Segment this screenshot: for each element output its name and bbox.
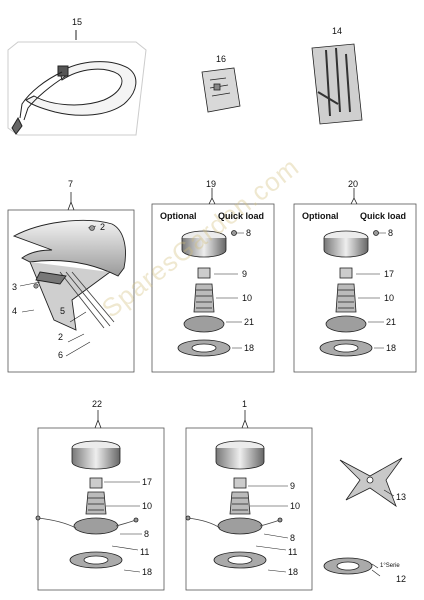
callout-6: 6 (58, 350, 64, 360)
callout-14: 14 (332, 26, 343, 36)
callout-19-10: 10 (242, 293, 253, 303)
callout-19-9: 9 (242, 269, 248, 279)
optional-header-20: Optional (302, 211, 339, 221)
callout-7: 7 (68, 179, 74, 189)
callout-1-11: 11 (288, 547, 298, 557)
callout-5: 5 (60, 306, 66, 316)
callout-22-17: 17 (142, 477, 153, 487)
callout-22-11: 11 (140, 547, 150, 557)
callout-13: 13 (396, 492, 407, 502)
callout-20-17: 17 (384, 269, 395, 279)
callout-16: 16 (216, 54, 227, 64)
callout-19-18: 18 (244, 343, 255, 353)
callout-1-10: 10 (290, 501, 301, 511)
head-22-parts (35, 440, 139, 569)
callout-12: 12 (396, 574, 407, 584)
tool-kit-part (201, 67, 241, 113)
washer-part (323, 557, 373, 575)
three-tooth-blade-part (339, 457, 403, 508)
callout-20-18: 18 (386, 343, 397, 353)
callout-1-18: 18 (288, 567, 299, 577)
quick-load-header-20: Quick load (360, 211, 407, 221)
callout-20-21: 21 (386, 317, 397, 327)
callout-22: 22 (92, 399, 103, 409)
callout-15: 15 (72, 17, 83, 27)
serie-label: 1°Serie (380, 563, 400, 569)
callout-1-8: 8 (290, 533, 296, 543)
optional-header-19: Optional (160, 211, 197, 221)
guard-assembly-part (12, 220, 126, 331)
head-19-parts (177, 230, 237, 357)
callout-19: 19 (206, 179, 217, 189)
callout-2-bottom: 2 (58, 332, 64, 342)
callout-19-8: 8 (246, 228, 252, 238)
callout-20-8: 8 (388, 228, 394, 238)
callout-22-18: 18 (142, 567, 153, 577)
callout-19-21: 21 (244, 317, 255, 327)
head-1-parts (185, 440, 283, 569)
callout-2-top: 2 (100, 222, 106, 232)
callout-20: 20 (348, 179, 359, 189)
callout-20-10: 10 (384, 293, 395, 303)
callout-4: 4 (12, 306, 18, 316)
callout-1-9: 9 (290, 481, 296, 491)
callout-3: 3 (12, 282, 18, 292)
callout-22-10: 10 (142, 501, 153, 511)
callout-1: 1 (242, 399, 248, 409)
harness-strap-part (7, 30, 147, 136)
quick-load-header-19: Quick load (218, 211, 265, 221)
callout-22-8: 8 (144, 529, 150, 539)
head-20-parts (319, 230, 379, 357)
tool-kit-case-part (311, 43, 363, 125)
